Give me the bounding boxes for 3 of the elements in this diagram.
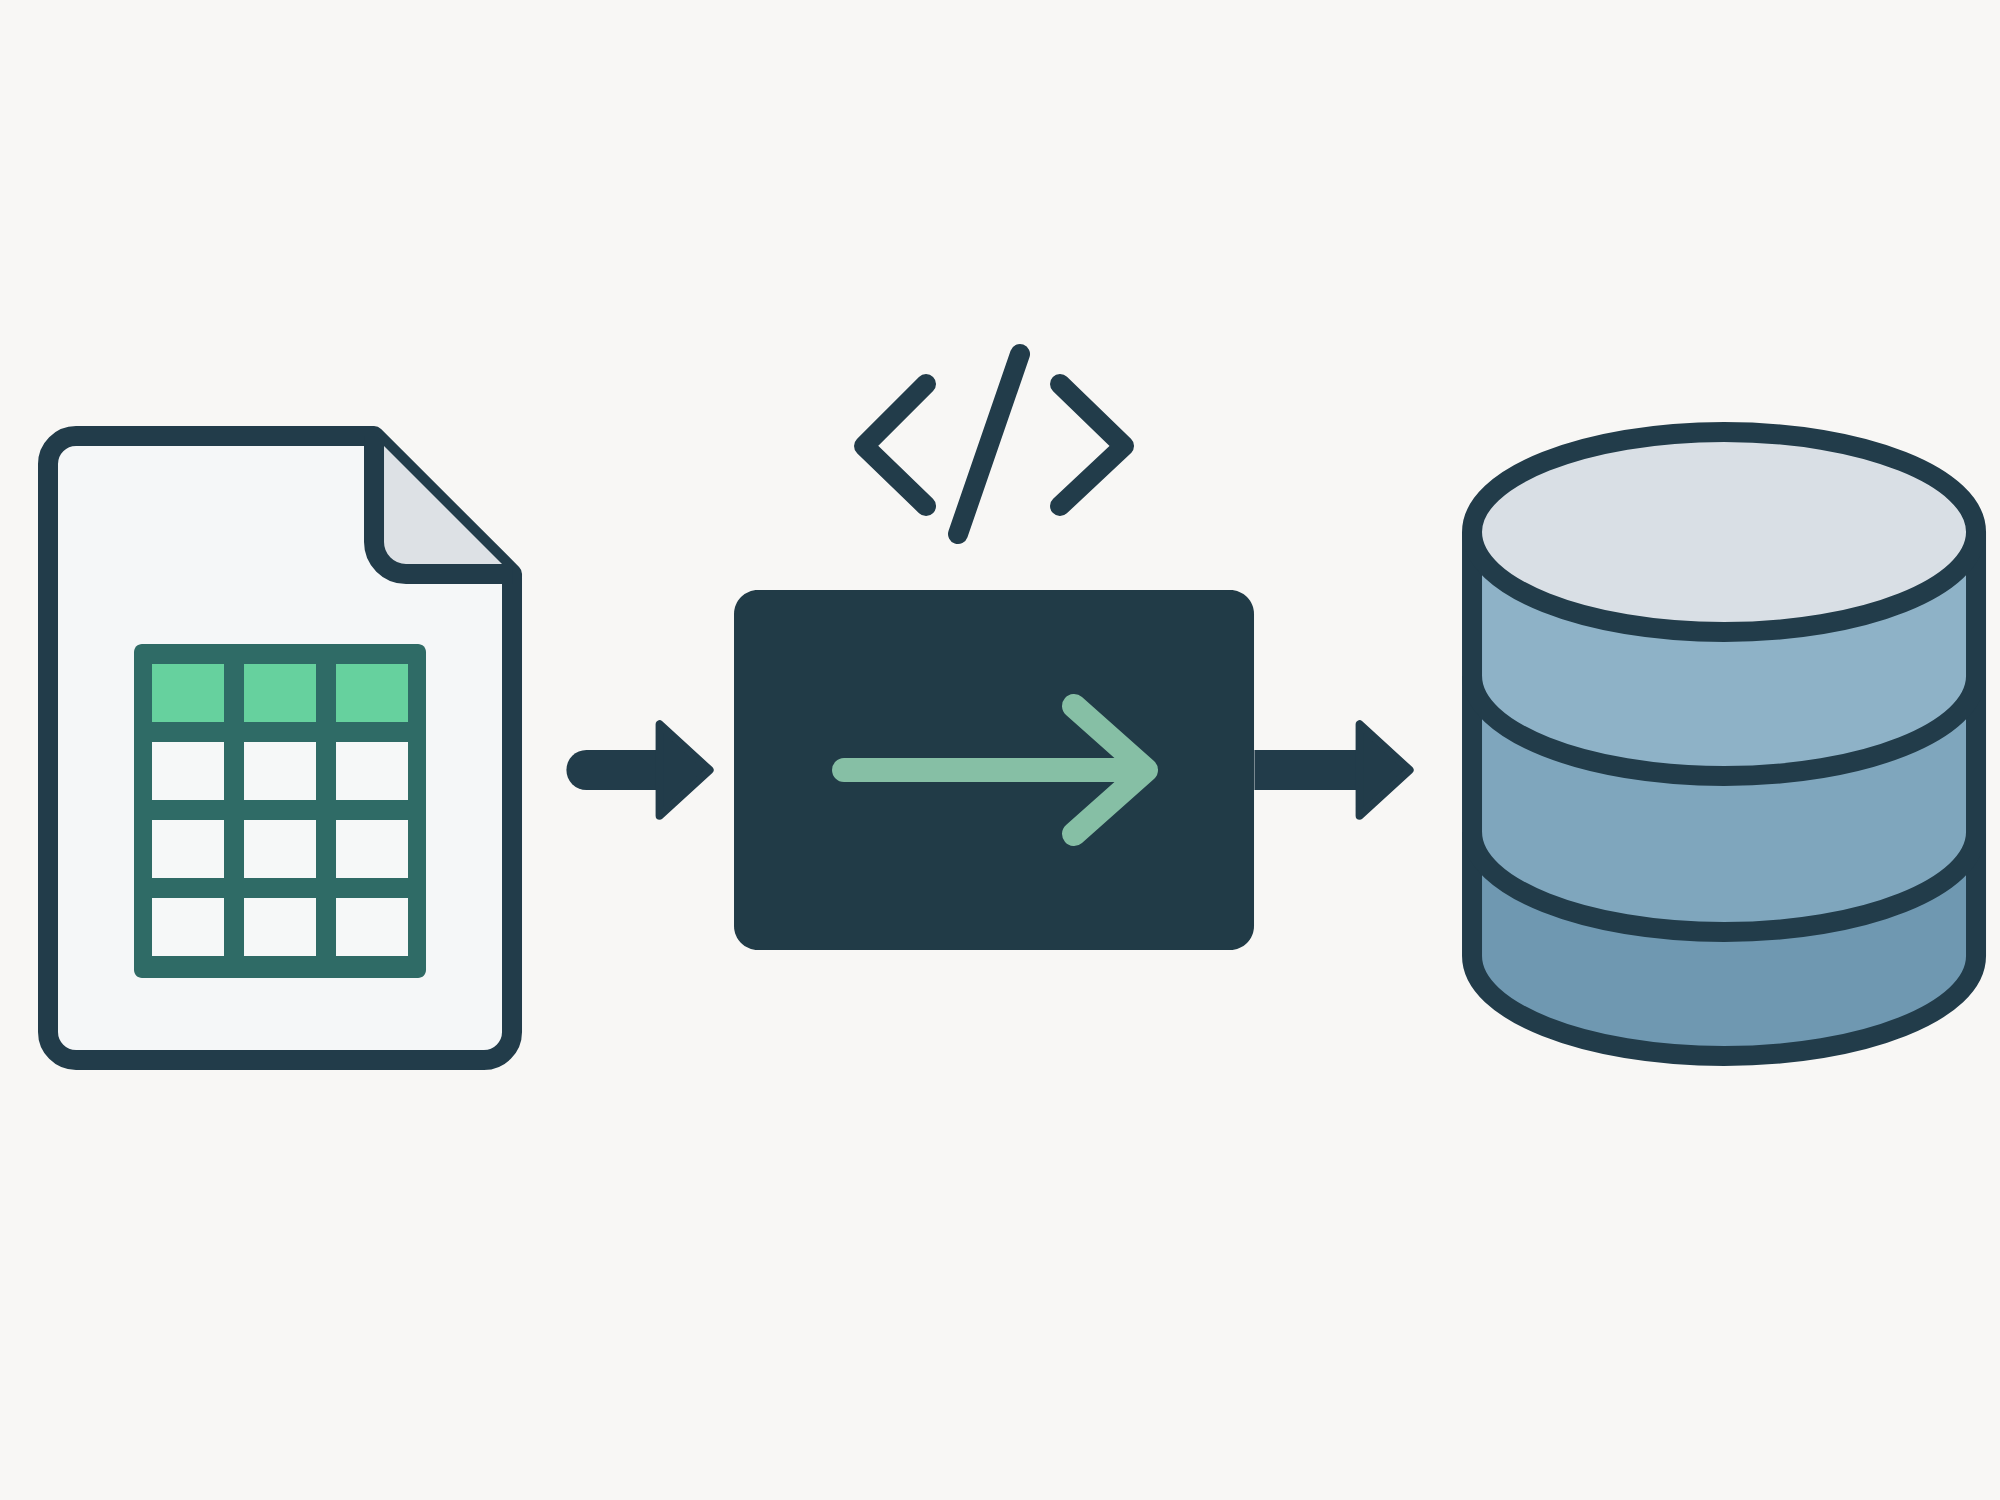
database-cylinder xyxy=(1462,422,1986,1066)
spreadsheet-drawing xyxy=(38,426,522,1070)
process-box xyxy=(734,590,1254,950)
